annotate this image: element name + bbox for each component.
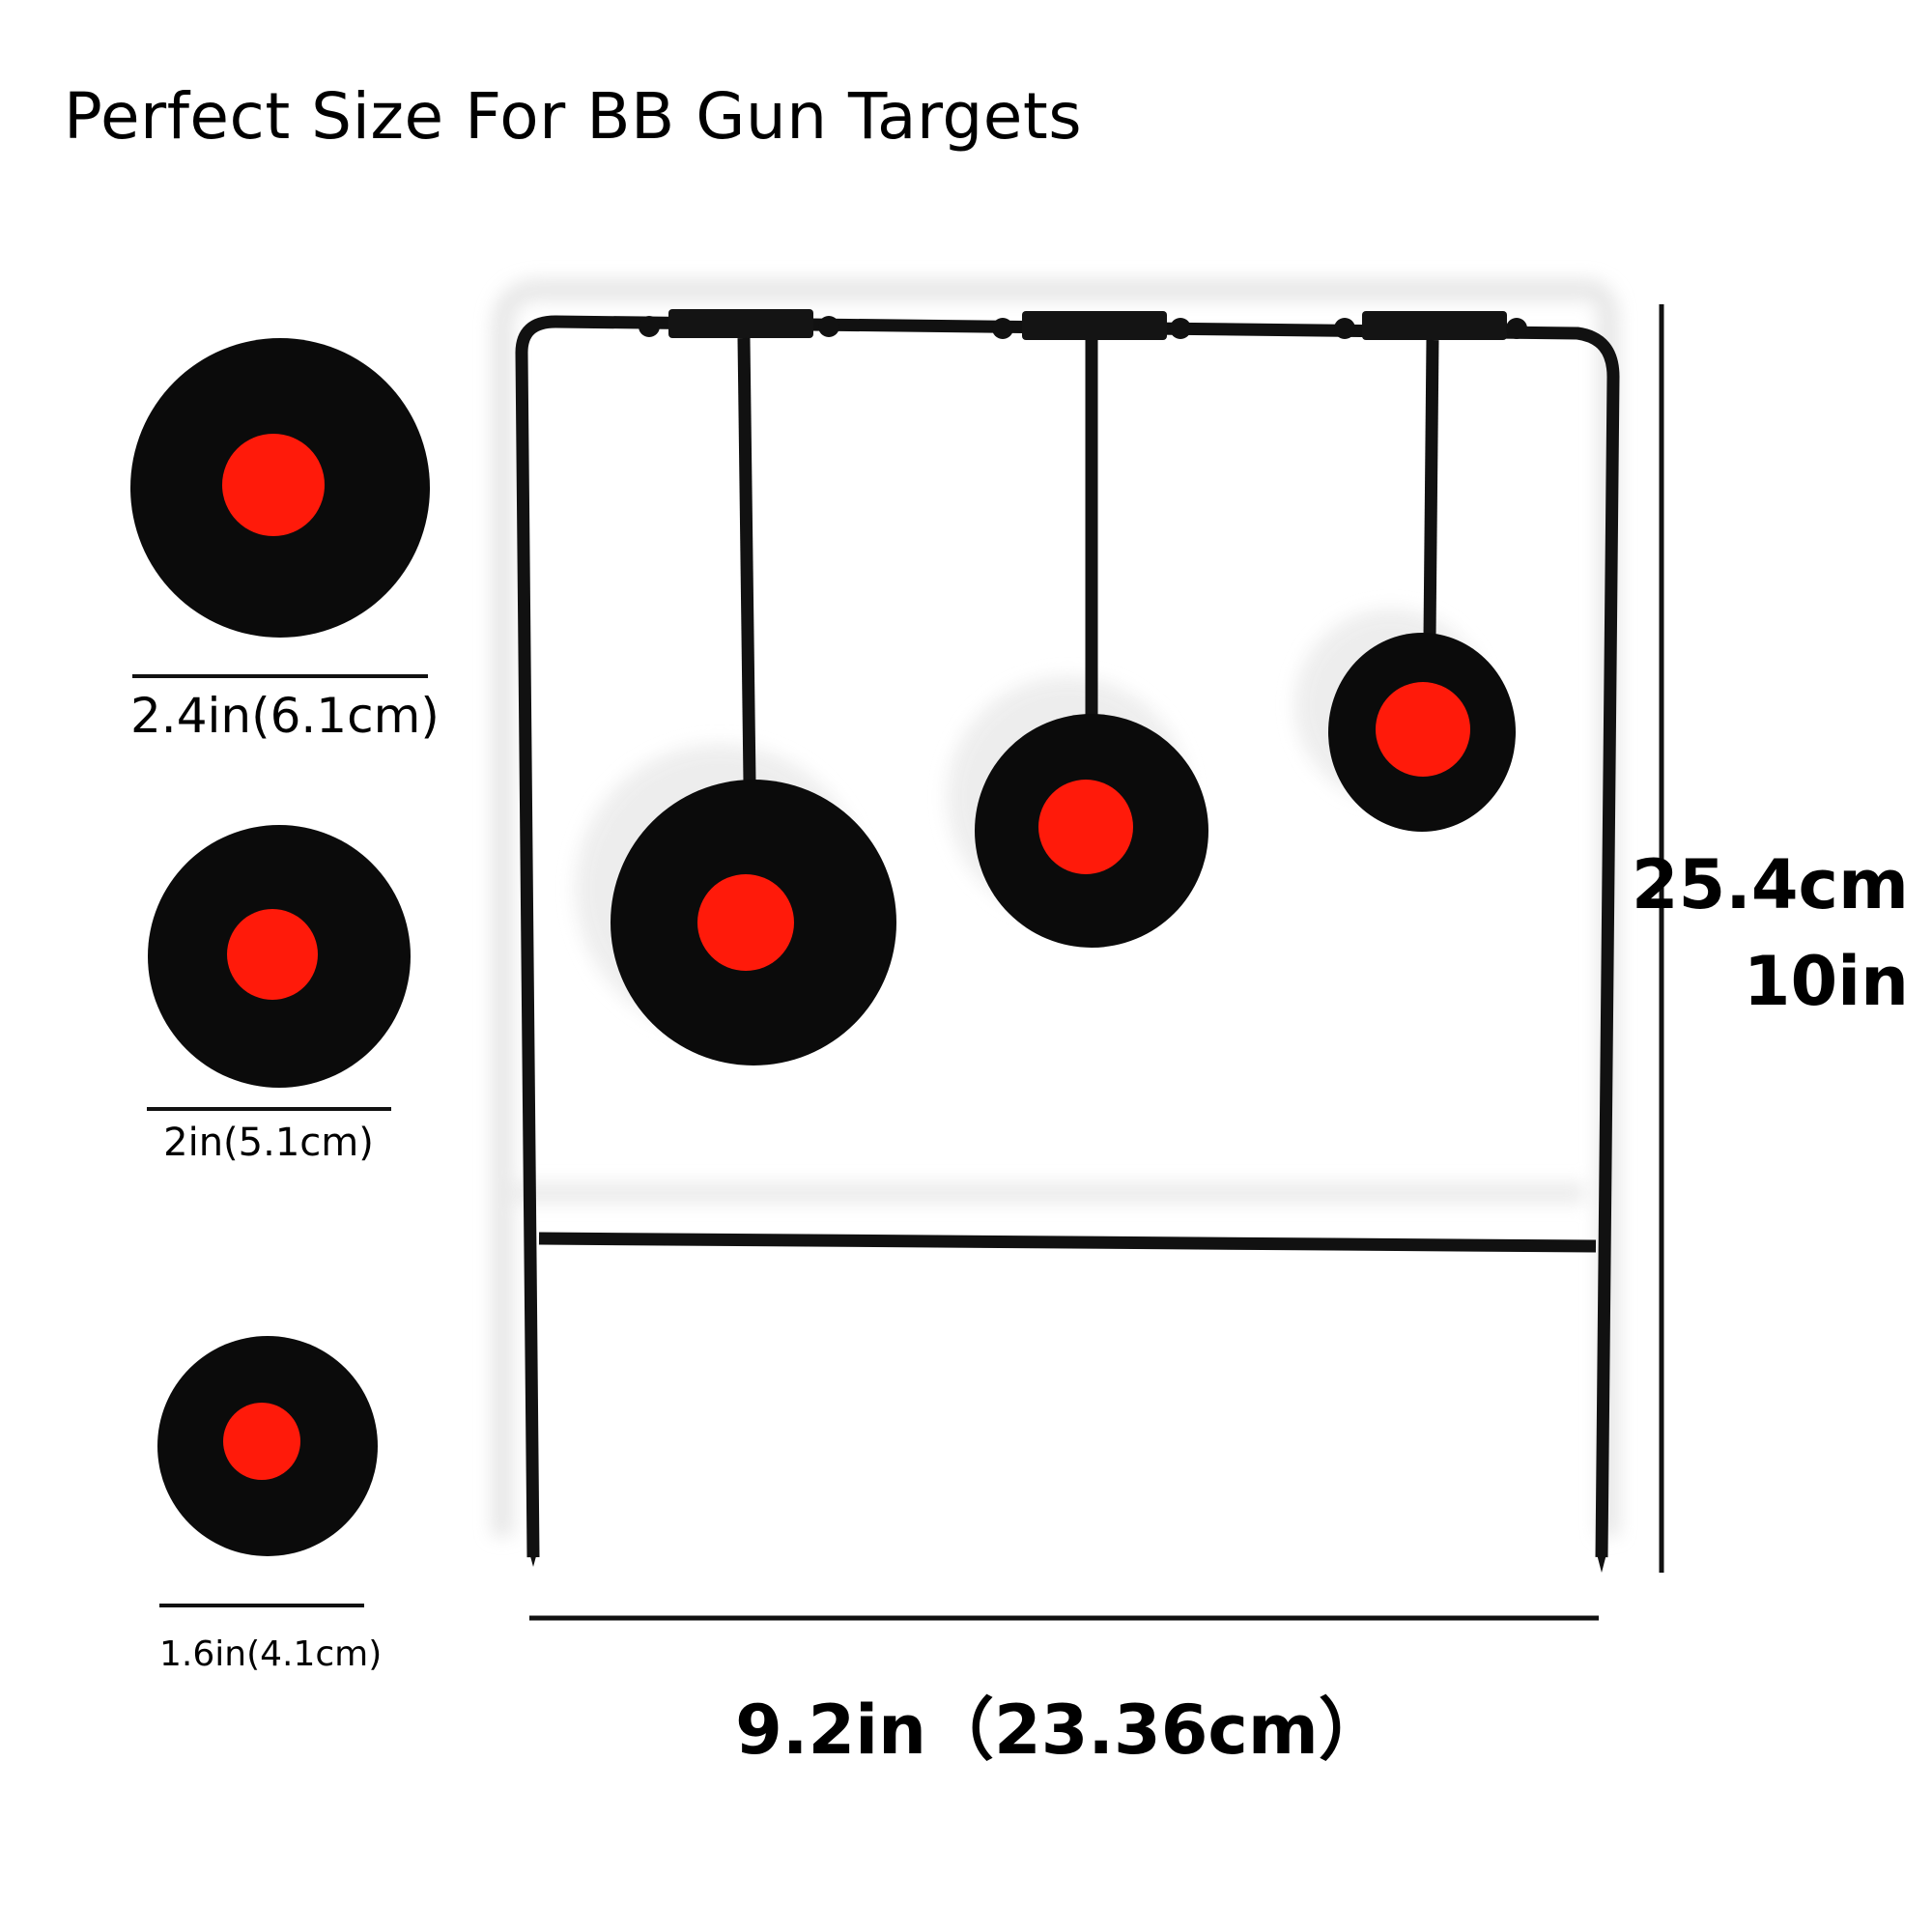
hinge-left (668, 309, 813, 338)
stand-crossbar (538, 1232, 1597, 1253)
hanging-target-medium (975, 714, 1208, 948)
size-label-small: 1.6in(4.1cm) (159, 1634, 383, 1674)
hanging-target-small (1328, 633, 1516, 832)
height-label-cm: 25.4cm (1631, 845, 1909, 924)
stand-frame (515, 315, 1620, 1558)
size-label-medium: 2in(5.1cm) (163, 1121, 374, 1165)
headline: Perfect Size For BB Gun Targets (64, 79, 1083, 154)
target-stand (515, 309, 1620, 1573)
width-label: 9.2in（23.36cm） (735, 1690, 1386, 1770)
loose-target-medium (148, 825, 411, 1088)
stand-left-spike (527, 1546, 539, 1567)
hinge-right (1362, 311, 1507, 340)
stand-right-spike (1596, 1550, 1607, 1573)
hinge-middle (1022, 311, 1167, 340)
size-label-large: 2.4in(6.1cm) (130, 688, 440, 744)
height-label-in: 10in (1743, 942, 1909, 1021)
hanging-target-large (611, 780, 896, 1065)
loose-target-large (130, 338, 430, 638)
loose-target-small (157, 1336, 378, 1556)
